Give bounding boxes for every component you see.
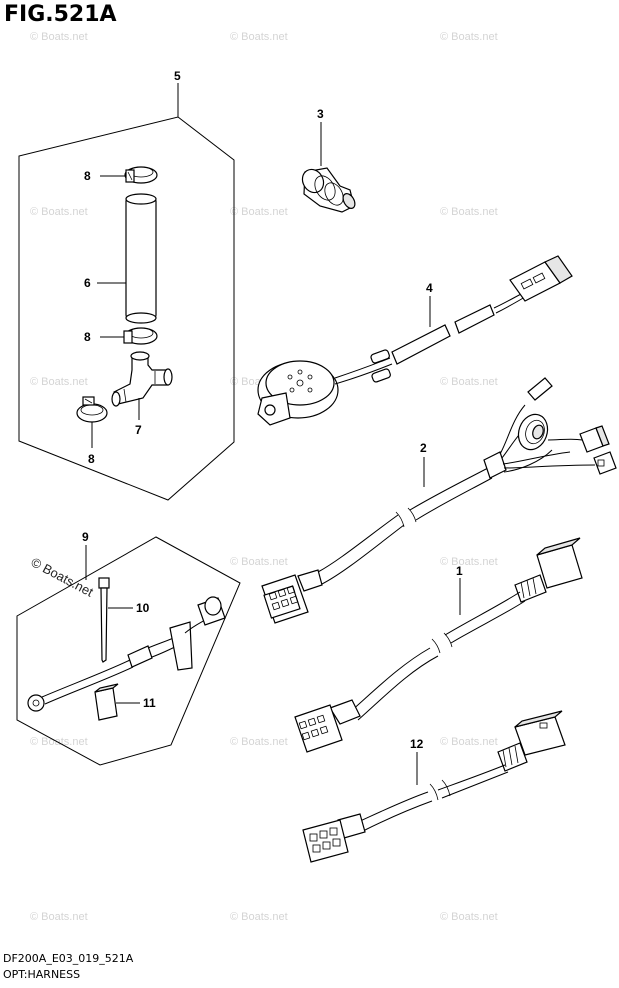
watermark: © Boats.net <box>440 31 498 43</box>
cable-tie <box>98 577 110 663</box>
watermark: © Boats.net <box>440 736 498 748</box>
watermark: © Boats.net <box>30 911 88 923</box>
hose-clip-top <box>124 166 158 184</box>
watermark: © Boats.net <box>230 206 288 218</box>
callout-8-top: 8 <box>84 169 91 183</box>
watermark: © Boats.net <box>30 206 88 218</box>
watermarks: © Boats.net © Boats.net © Boats.net © Bo… <box>29 31 498 923</box>
footer-name: OPT:HARNESS <box>3 968 81 981</box>
figure-title: FIG.521A <box>4 2 117 27</box>
watermark: © Boats.net <box>230 31 288 43</box>
footer-code: DF200A_E03_019_521A <box>3 952 134 965</box>
callout-5: 5 <box>174 69 181 83</box>
watermark: © Boats.net <box>440 206 498 218</box>
callout-10: 10 <box>136 601 150 615</box>
watermark: © Boats.net <box>30 376 88 388</box>
callout-12: 12 <box>410 737 424 751</box>
callout-9: 9 <box>82 530 89 544</box>
watermark: © Boats.net <box>230 736 288 748</box>
buzzer-harness <box>257 255 573 426</box>
hose-clip-middle <box>123 327 158 345</box>
callout-8-bottom: 8 <box>88 452 95 466</box>
watermark: © Boats.net <box>440 911 498 923</box>
watermark: © Boats.net <box>440 556 498 568</box>
ring-terminal-wire <box>27 596 226 712</box>
callout-2: 2 <box>420 441 427 455</box>
harness-1 <box>294 537 583 753</box>
hose <box>125 193 157 324</box>
callout-6: 6 <box>84 276 91 290</box>
harness-2 <box>261 377 617 624</box>
watermark: © Boats.net <box>440 376 498 388</box>
tee-joint <box>111 351 173 407</box>
hose-clip-bottom <box>76 396 108 423</box>
waterproof-plug <box>94 683 119 721</box>
watermark: © Boats.net <box>30 736 88 748</box>
harness-12 <box>302 710 566 863</box>
kit-5-frame: 5 <box>18 69 235 501</box>
grommet <box>301 167 356 213</box>
callout-8-middle: 8 <box>84 330 91 344</box>
kit-9-frame: 9 <box>16 530 241 766</box>
watermark: © Boats.net <box>230 911 288 923</box>
watermark: © Boats.net <box>230 556 288 568</box>
watermark: © Boats.net <box>30 31 88 43</box>
callout-11: 11 <box>143 696 156 710</box>
callout-7: 7 <box>135 423 142 437</box>
callout-3: 3 <box>317 107 324 121</box>
callout-1: 1 <box>456 564 463 578</box>
callout-4: 4 <box>426 281 433 295</box>
